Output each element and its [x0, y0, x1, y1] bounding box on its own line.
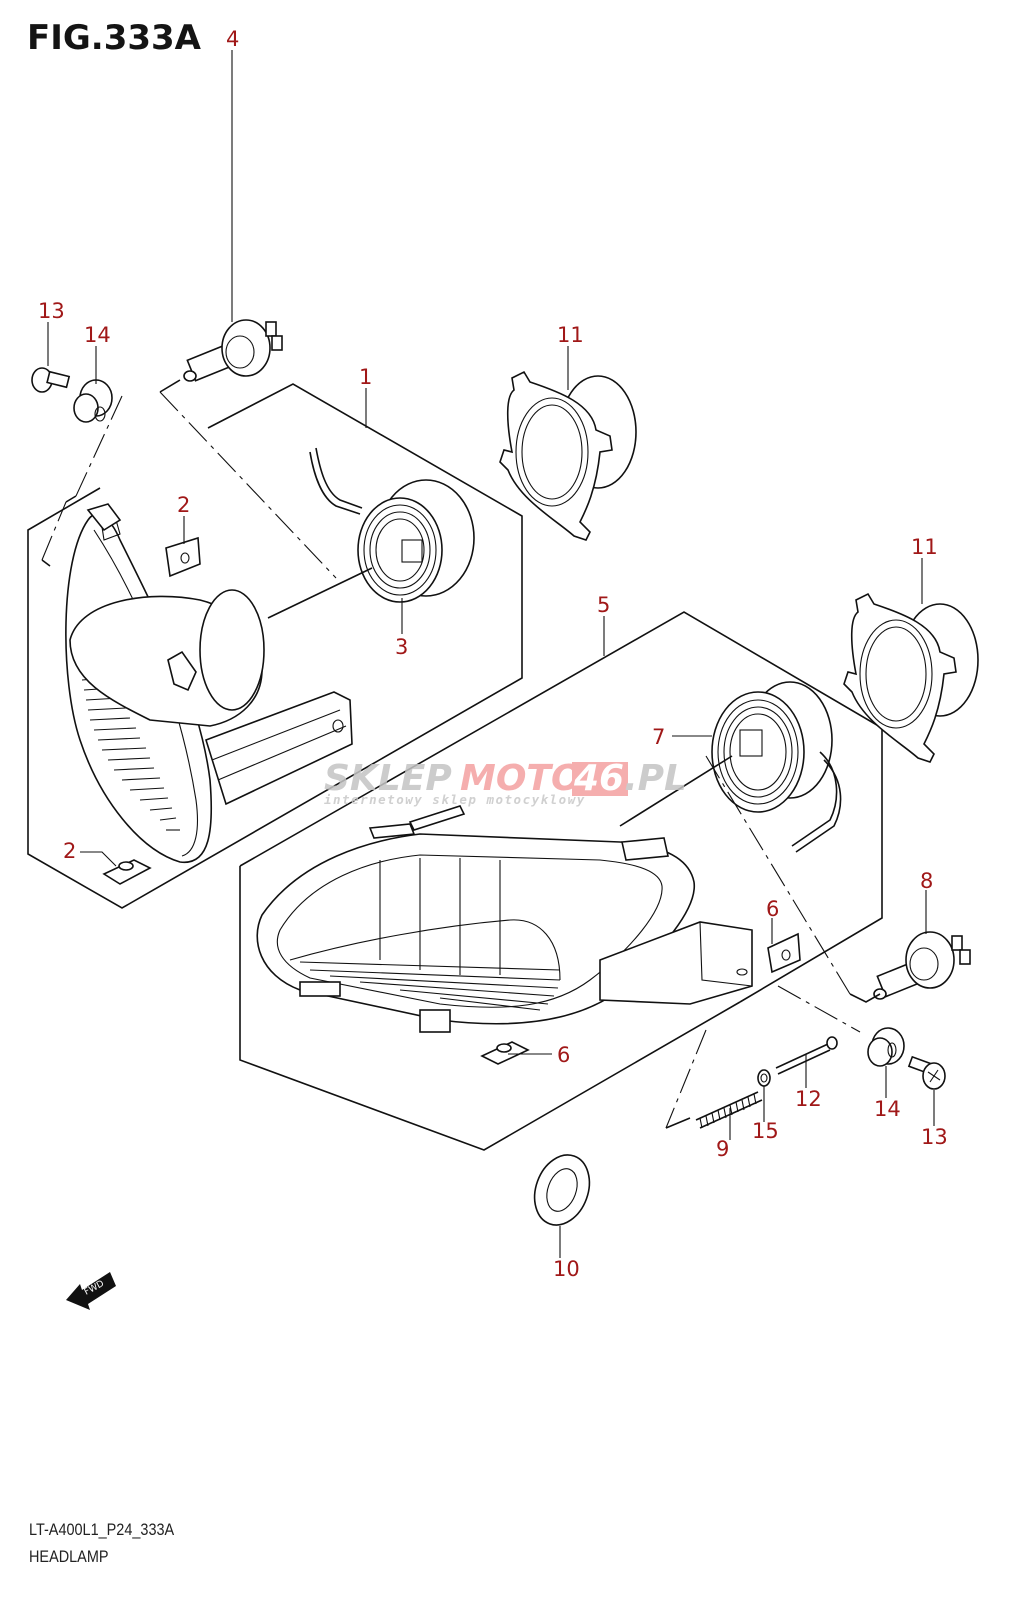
assembly-solid-lines: [41, 379, 881, 1129]
bulb-part-4: [183, 319, 283, 382]
callout-9: 10: [553, 1257, 580, 1281]
callout-14-lower: 14: [874, 1097, 901, 1121]
callout-13-lower: 13: [921, 1125, 948, 1149]
watermark-subtitle: internetowy sklep motocyklowy: [324, 792, 586, 807]
callout-7: 7: [652, 725, 665, 749]
callout-6-lower: 6: [557, 1043, 570, 1067]
callout-2-lower: 2: [63, 839, 76, 863]
nut-part-6-lower: [480, 1041, 530, 1065]
callout-10: 9: [716, 1137, 729, 1161]
nut-part-2-lower: [102, 859, 152, 885]
washer-part-9: [533, 1154, 591, 1226]
callout-8: 8: [920, 869, 933, 893]
watermark-part-3: 46: [573, 758, 624, 799]
nut-part-2-upper: [165, 536, 201, 578]
screw-part-12: [775, 1036, 838, 1075]
fwd-arrow-icon: FWD: [66, 1272, 116, 1310]
callout-4: 4: [226, 27, 239, 51]
callout-14-upper: 14: [84, 323, 111, 347]
figure-name: HEADLAMP: [29, 1547, 109, 1566]
watermark-badge: [572, 762, 628, 796]
watermark-part-2: MOTO: [460, 758, 582, 799]
spring-part-10: [695, 1091, 763, 1129]
grommet-part-14-lower: [867, 1027, 905, 1067]
watermark-part-4: .PL: [624, 758, 687, 799]
socket-part-7: [711, 681, 842, 853]
callout-15: 15: [752, 1119, 779, 1143]
figure-code: LT-A400L1_P24_333A: [29, 1520, 175, 1539]
bolt-part-13-lower: [907, 1055, 946, 1090]
watermark: SKLEP MOTO 46 .PL internetowy sklep moto…: [324, 758, 687, 807]
callout-1: 1: [359, 365, 372, 389]
callout-13-upper: 13: [38, 299, 65, 323]
callout-11-upper: 11: [557, 323, 584, 347]
watermark-part-1: SKLEP: [324, 758, 452, 799]
callout-2-upper: 2: [177, 493, 190, 517]
right-headlamp-part-5: [256, 805, 753, 1033]
left-headlamp-part-1: [65, 503, 353, 863]
callout-6-upper: 6: [766, 897, 779, 921]
figure-title: FIG.333A: [27, 18, 201, 58]
callout-3: 3: [395, 635, 408, 659]
retaining-ring-part-11-lower: [843, 592, 979, 763]
leader-lines: [47, 50, 935, 1258]
assembly-dashed-lines: [41, 391, 861, 1129]
retaining-ring-part-11-upper: [499, 370, 637, 541]
washer-part-15: [757, 1069, 771, 1087]
grommet-part-14-upper: [73, 379, 113, 423]
bulb-part-8: [873, 931, 971, 1000]
bolt-part-13-upper: [31, 367, 71, 393]
callout-11-lower: 11: [911, 535, 938, 559]
callout-12: 12: [795, 1087, 822, 1111]
socket-part-3: [309, 447, 475, 603]
nut-part-6-upper: [767, 932, 801, 974]
callout-5: 5: [597, 593, 610, 617]
assembly-1-outline: [27, 383, 523, 909]
